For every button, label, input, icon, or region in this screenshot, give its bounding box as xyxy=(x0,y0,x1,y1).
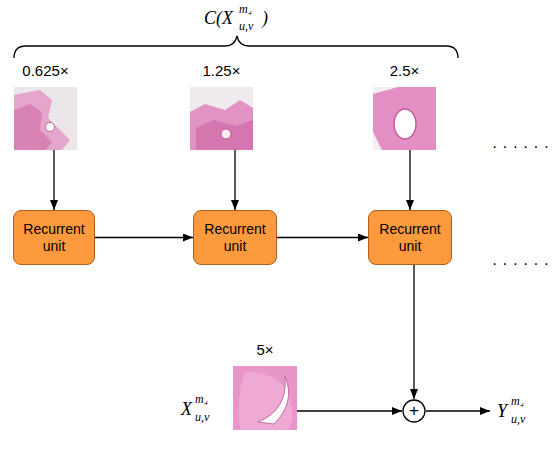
continuation-dots: ······ xyxy=(492,139,554,155)
tissue-lumen xyxy=(221,129,231,139)
recurrent-box: Recurrent unit xyxy=(13,210,95,265)
output-arrow xyxy=(426,410,490,411)
scale-caption: 0.625× xyxy=(22,62,68,80)
brace xyxy=(14,36,458,58)
math-symbol: Y xyxy=(497,402,507,420)
tissue-region xyxy=(190,100,253,150)
math-symbol: u,v xyxy=(239,20,253,32)
flow-arrow xyxy=(409,150,410,210)
tissue-lumen xyxy=(394,109,416,139)
flow-arrow xyxy=(277,237,368,238)
continuation-dots: ······ xyxy=(492,256,554,272)
math-symbol: u,v xyxy=(195,411,209,423)
tissue-region xyxy=(239,372,292,430)
plus-sign: + xyxy=(402,399,426,423)
box-label: Recurrent unit xyxy=(373,221,447,255)
scale-caption: 2.5× xyxy=(390,62,420,80)
image-tile: 0.625× xyxy=(14,87,77,150)
tissue-lumen xyxy=(46,123,55,132)
tissue-lumen xyxy=(258,376,289,424)
sum-circle-shape xyxy=(403,400,425,422)
tissue-tile xyxy=(14,87,77,150)
image-tile: 2.5× xyxy=(373,87,436,150)
math-symbol: u,v xyxy=(511,413,525,425)
math-symbol: m₄ xyxy=(195,393,208,405)
tissue-region xyxy=(196,120,253,150)
math-symbol: X xyxy=(181,400,192,418)
recurrent-box: Recurrent unit xyxy=(193,210,277,265)
box-label: Recurrent unit xyxy=(198,221,272,255)
flow-arrow xyxy=(95,237,193,238)
image-tile: 5× xyxy=(233,366,297,430)
flow-arrow xyxy=(53,150,54,210)
math-symbol: ) xyxy=(262,9,268,27)
tissue-tile xyxy=(233,366,297,430)
box-label: Recurrent unit xyxy=(18,221,90,255)
tissue-region xyxy=(373,87,436,150)
tissue-region xyxy=(14,90,70,150)
image-tile: 1.25× xyxy=(190,87,253,150)
recurrent-box: Recurrent unit xyxy=(368,210,452,265)
sum-circle: + xyxy=(402,399,426,423)
flow-arrow xyxy=(413,265,414,399)
math-symbol: C(X xyxy=(204,9,233,27)
tissue-tile xyxy=(190,87,253,150)
math-symbol: m₄ xyxy=(511,395,524,407)
scale-caption: 5× xyxy=(256,341,273,359)
math-symbol: m₄ xyxy=(239,3,252,15)
flow-arrow xyxy=(297,410,402,411)
scale-caption: 1.25× xyxy=(203,62,241,80)
tissue-tile xyxy=(373,87,436,150)
flow-arrow xyxy=(234,150,235,210)
